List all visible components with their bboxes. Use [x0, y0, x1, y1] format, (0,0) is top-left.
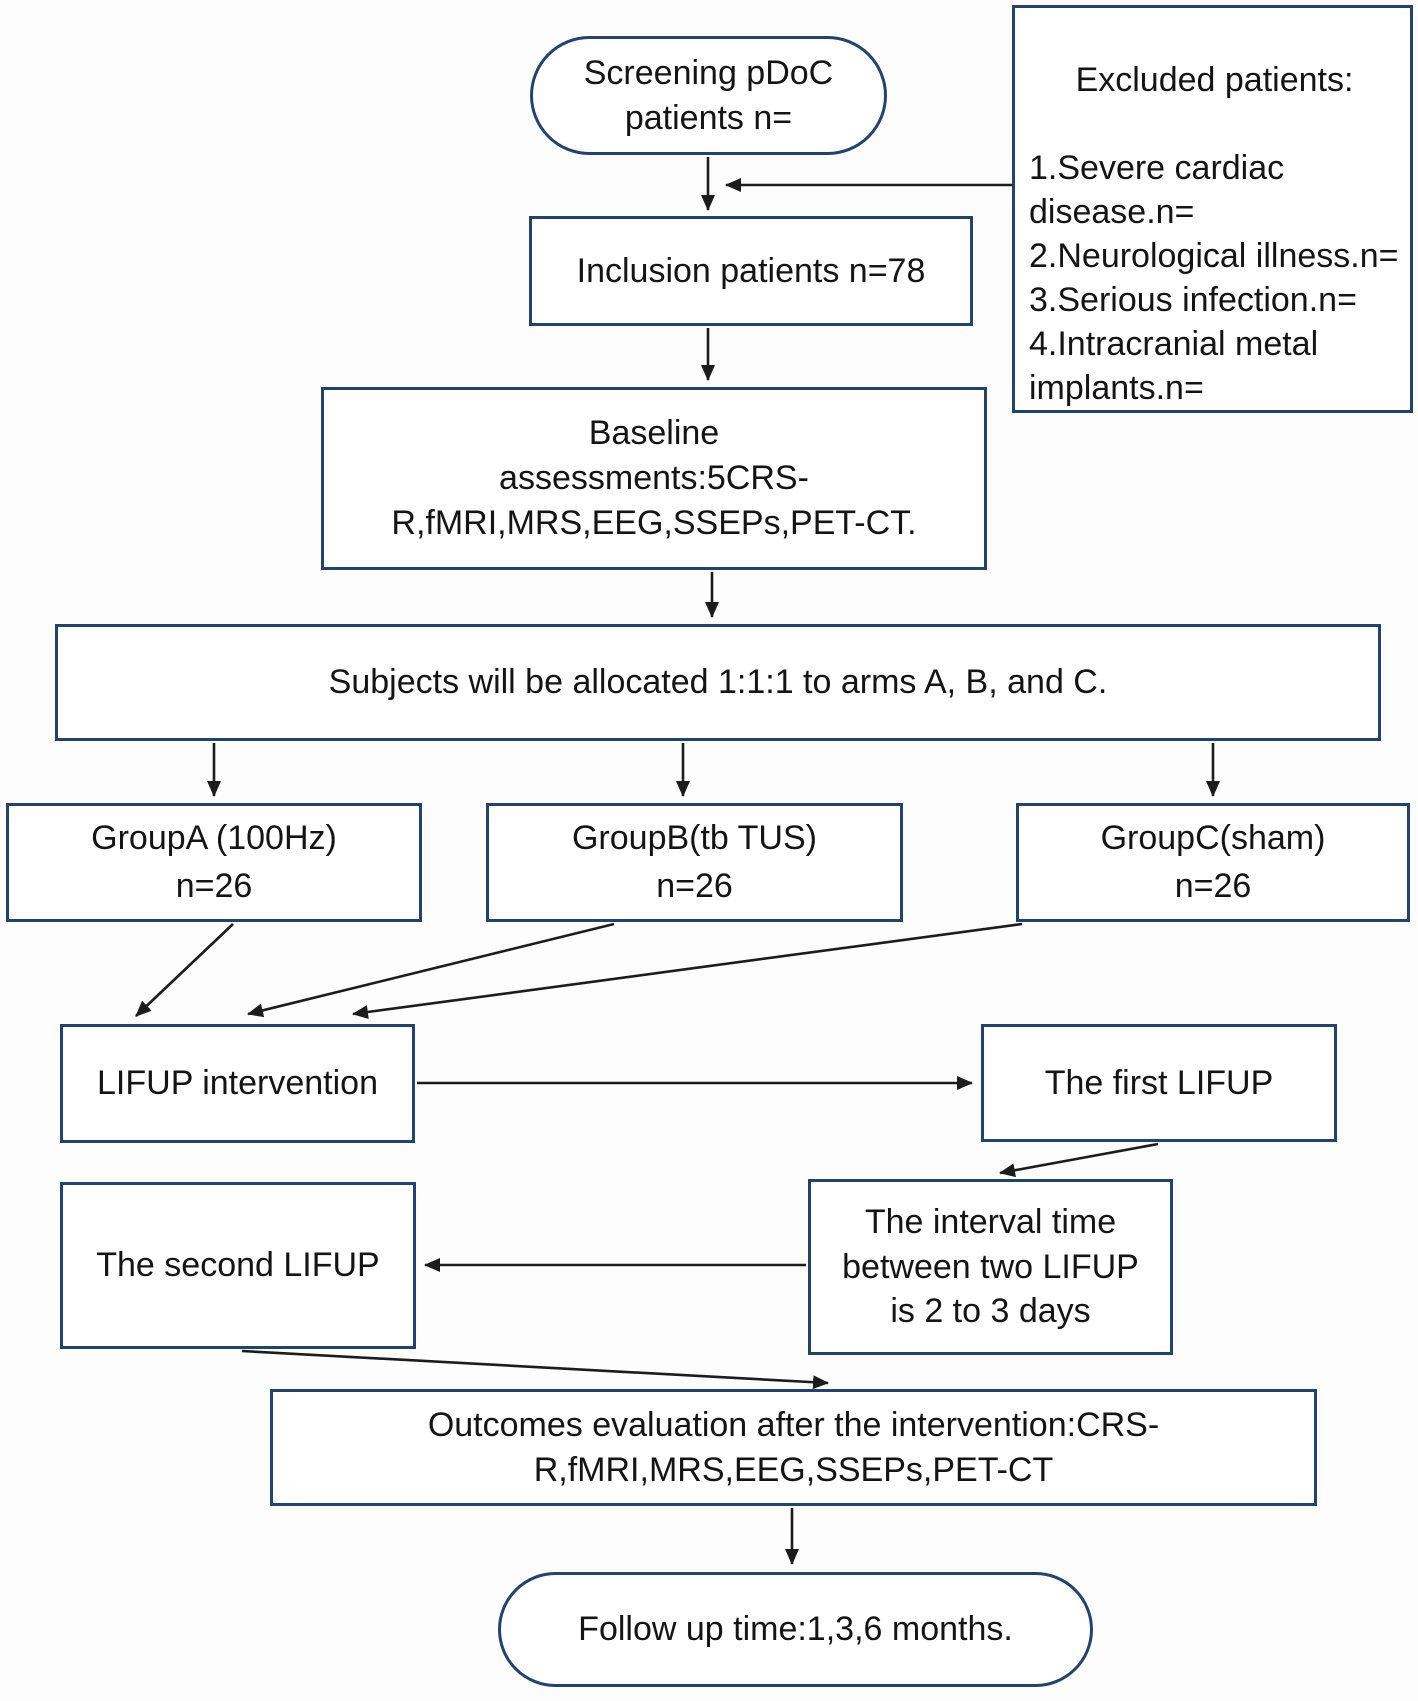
arrow-first-lifup-to-interval: [999, 1142, 1159, 1178]
screening-label: Screening pDoC patients n=: [583, 53, 834, 137]
arrow-group-b-to-lifup: [247, 922, 615, 1018]
allocation-node: Subjects will be allocated 1:1:1 to arms…: [55, 624, 1381, 741]
second-lifup-node: The second LIFUP: [60, 1182, 416, 1349]
first-lifup-label: The first LIFUP: [1044, 1063, 1274, 1102]
followup-label: Follow up time:1,3,6 months.: [578, 1610, 1013, 1649]
interval-node: The interval time between two LIFUP is 2…: [808, 1179, 1173, 1355]
group-b-node: GroupB(tb TUS) n=26: [486, 803, 903, 922]
group-a-node: GroupA (100Hz) n=26: [6, 803, 422, 922]
excluded-node: Excluded patients: 1.Severe cardiac dise…: [1012, 5, 1413, 413]
followup-node: Follow up time:1,3,6 months.: [498, 1572, 1093, 1687]
arrow-group-a-to-lifup: [135, 923, 234, 1017]
inclusion-node: Inclusion patients n=78: [529, 216, 973, 326]
arrow-second-lifup-to-outcomes: [241, 1349, 829, 1390]
outcomes-node: Outcomes evaluation after the interventi…: [270, 1389, 1317, 1506]
excluded-items: 1.Severe cardiac disease.n= 2.Neurologic…: [1029, 149, 1399, 408]
group-a-label: GroupA (100Hz) n=26: [91, 818, 337, 905]
lifup-intervention-node: LIFUP intervention: [60, 1024, 415, 1143]
baseline-node: Baseline assessments:5CRS- R,fMRI,MRS,EE…: [321, 387, 987, 570]
allocation-label: Subjects will be allocated 1:1:1 to arms…: [328, 663, 1108, 702]
arrow-group-c-to-lifup: [352, 922, 1023, 1019]
outcomes-label: Outcomes evaluation after the interventi…: [427, 1405, 1160, 1489]
lifup-intervention-label: LIFUP intervention: [97, 1064, 378, 1103]
group-c-label: GroupC(sham) n=26: [1100, 818, 1326, 905]
group-b-label: GroupB(tb TUS) n=26: [571, 818, 817, 905]
interval-label: The interval time between two LIFUP is 2…: [842, 1202, 1139, 1331]
screening-node: Screening pDoC patients n=: [530, 36, 887, 155]
second-lifup-label: The second LIFUP: [96, 1246, 380, 1285]
group-c-node: GroupC(sham) n=26: [1016, 803, 1410, 922]
excluded-title: Excluded patients:: [1075, 61, 1354, 100]
inclusion-label: Inclusion patients n=78: [576, 251, 926, 290]
first-lifup-node: The first LIFUP: [981, 1024, 1337, 1142]
baseline-label: Baseline assessments:5CRS- R,fMRI,MRS,EE…: [391, 414, 917, 542]
